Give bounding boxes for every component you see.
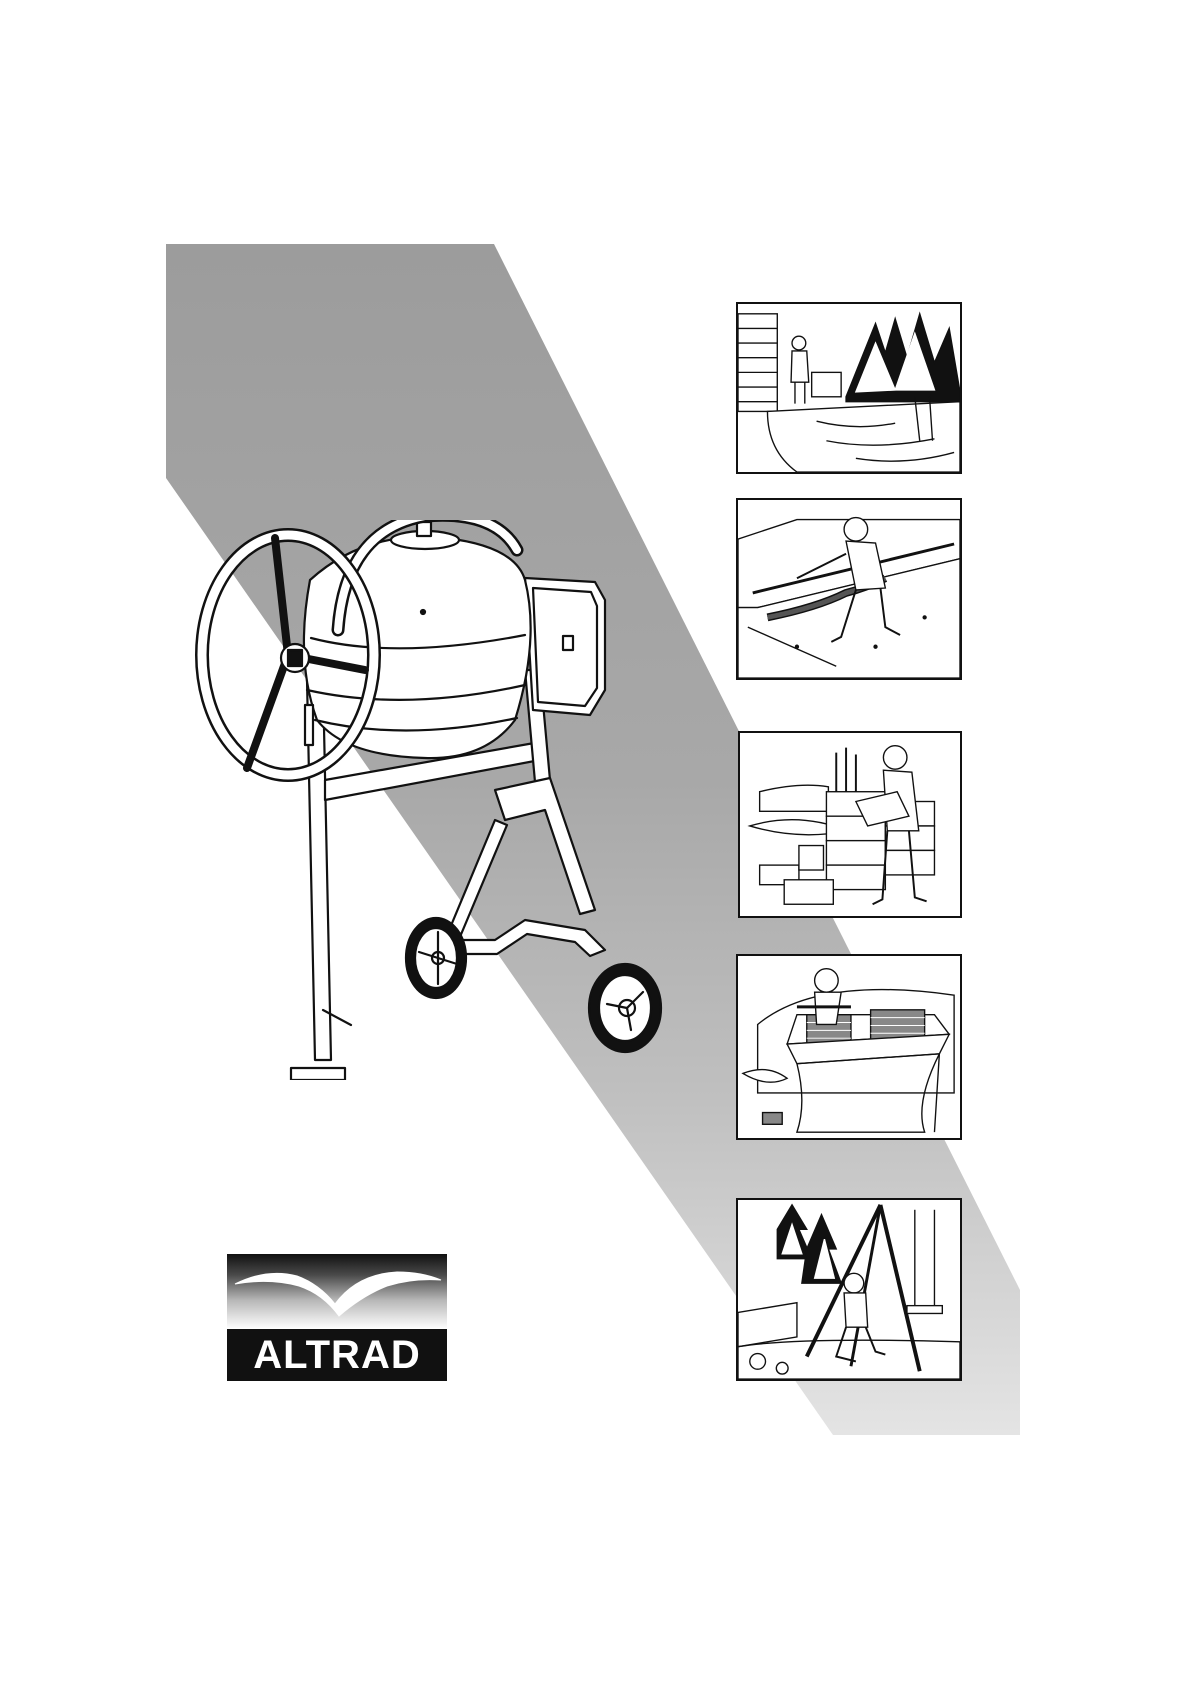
- altrad-logo: ALTRAD: [227, 1254, 447, 1381]
- seagull-icon: [227, 1254, 447, 1329]
- barbecue-brickwork-scene: [736, 954, 962, 1140]
- brand-name: ALTRAD: [227, 1329, 447, 1381]
- pool-wall-building-scene: [736, 302, 962, 474]
- block-wall-building-scene: [738, 731, 962, 918]
- concrete-screeding-scene: [736, 498, 962, 680]
- cement-mixer-illustration: [195, 520, 715, 1080]
- swing-set-anchoring-scene: [736, 1198, 962, 1381]
